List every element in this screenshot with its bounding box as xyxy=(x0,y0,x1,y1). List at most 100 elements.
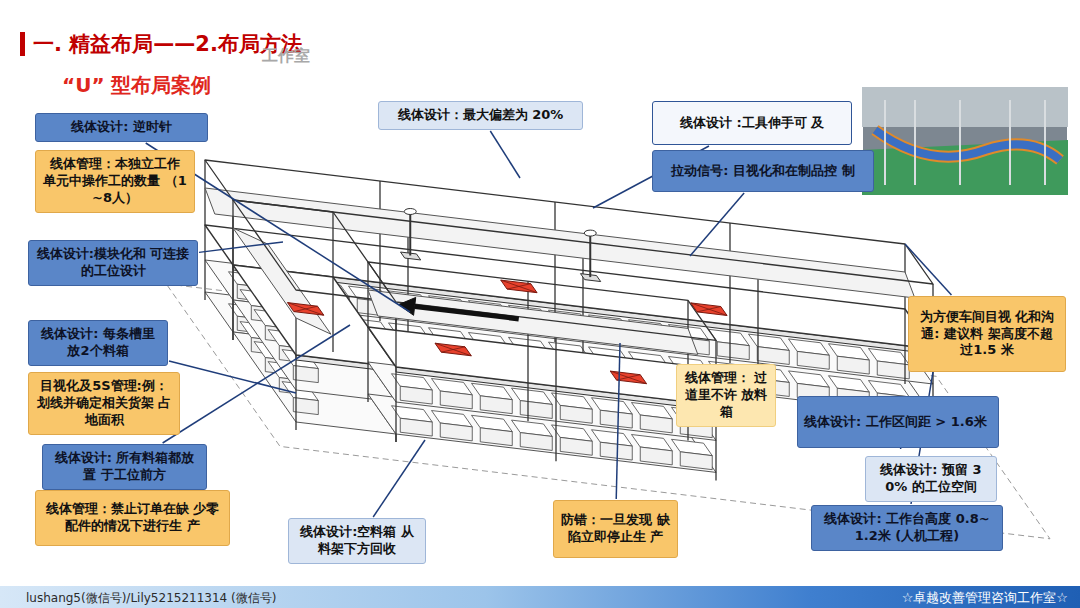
reach-callout: 线体设计 :工具伸手可 及 xyxy=(652,101,852,145)
leader-lines xyxy=(146,131,952,517)
bin-front xyxy=(520,433,552,451)
leader-line xyxy=(616,343,620,499)
management-callout: 目视化及5S管理:例： 划线并确定相关货架 占地面积 xyxy=(28,372,180,435)
photo-post xyxy=(884,100,886,185)
watermark: 工作室 xyxy=(262,46,310,67)
tool-stand xyxy=(589,235,591,277)
frame-leg xyxy=(527,281,528,421)
photo-frame xyxy=(862,87,1068,195)
design-callout: 线体设计: 所有料箱都放置 于工位前方 xyxy=(42,444,207,490)
subtitle: “U” 型布局案例 xyxy=(62,72,212,99)
bin-front xyxy=(600,442,632,460)
photo-conveyor xyxy=(875,130,1060,160)
bin-front xyxy=(560,405,592,423)
callout-text: 线体设计: 预留 30% 的工位空间 xyxy=(872,462,990,496)
callout-text: 线体设计: 工作台高度 0.8~1.2米 (人机工程) xyxy=(818,511,996,545)
marker-cross xyxy=(294,306,318,311)
management-callout: 为方便车间目视 化和沟通: 建议料 架高度不超过1.5 米 xyxy=(908,296,1066,372)
marker-cross xyxy=(288,303,324,316)
callout-text: 线体设计:空料箱 从料架下方回收 xyxy=(295,524,419,558)
photo-post xyxy=(959,100,961,185)
callout-text: 线体设计 :工具伸手可 及 xyxy=(659,115,845,132)
callout-text: 防错：一旦发现 缺陷立即停止生 产 xyxy=(560,512,671,546)
callout-text: 线体设计: 每条槽里 放2个料箱 xyxy=(35,326,161,360)
marker-cross xyxy=(501,280,537,293)
bin-front xyxy=(400,418,432,436)
callout-text: 线体设计: 逆时针 xyxy=(42,119,201,136)
tool-stand xyxy=(409,214,411,256)
callout-text: 线体管理：本独立工作 单元中操作工的数量 （1~8人） xyxy=(42,156,188,207)
flow-arrow-shaft xyxy=(415,306,519,318)
marker-cross xyxy=(610,371,646,384)
photo-post xyxy=(914,100,916,185)
callout-text: 线体管理：禁止订单在缺 少零配件的情况下进行生 产 xyxy=(42,501,223,535)
bin-front xyxy=(717,342,749,360)
leader-line xyxy=(490,131,520,178)
photo-wall xyxy=(862,87,1068,127)
title-bar xyxy=(20,32,25,56)
red-marker xyxy=(435,343,471,356)
red-marker xyxy=(288,303,324,316)
bin-front xyxy=(640,447,672,465)
callout-text: 线体设计:模块化和 可连接的工位设计 xyxy=(35,246,191,280)
marker-cross xyxy=(691,303,727,316)
design-callout: 线体设计: 逆时针 xyxy=(35,113,208,142)
red-marker xyxy=(691,303,727,316)
leader-line xyxy=(373,440,425,517)
note-callout: 线体设计：最大偏差为 20% xyxy=(378,101,583,130)
bin-front xyxy=(680,452,712,470)
callout-text: 拉动信号: 目视化和在制品控 制 xyxy=(659,163,867,180)
leader-line xyxy=(163,325,350,443)
upper-shelf xyxy=(233,228,331,334)
callout-text: 为方便车间目视 化和沟通: 建议料 架高度不超过1.5 米 xyxy=(915,309,1059,360)
frame-leg xyxy=(904,244,905,384)
frame-leg xyxy=(555,321,556,461)
design-callout: 线体设计: 工作区间距 > 1.6米 xyxy=(797,396,999,448)
bin-front xyxy=(757,347,789,365)
bin-front xyxy=(480,396,512,414)
leader-line xyxy=(169,361,296,393)
bin-front xyxy=(837,356,869,374)
design-callout: 线体设计: 每条槽里 放2个料箱 xyxy=(28,320,168,366)
management-callout: 线体管理：禁止订单在缺 少零配件的情况下进行生 产 xyxy=(35,490,230,546)
management-callout: 防错：一旦发现 缺陷立即停止生 产 xyxy=(553,500,678,558)
frame-leg xyxy=(367,262,368,402)
bin-front xyxy=(400,386,432,404)
bin-front xyxy=(560,437,592,455)
aisle-callout: 线体管理： 过道里不许 放料箱 xyxy=(676,364,776,427)
bin-front xyxy=(293,398,318,415)
red-marker xyxy=(501,280,537,293)
frame-leg xyxy=(232,200,233,340)
design-callout: 拉动信号: 目视化和在制品控 制 xyxy=(652,150,874,192)
tool-lamp xyxy=(584,230,596,236)
note-callout: 线体设计:空料箱 从料架下方回收 xyxy=(288,518,426,564)
frame-leg xyxy=(332,212,333,352)
photo-post xyxy=(1044,100,1046,185)
photo-conveyor-edge xyxy=(875,130,1060,160)
red-marker xyxy=(610,371,646,384)
leader-line xyxy=(199,242,283,252)
management-callout: 线体管理：本独立工作 单元中操作工的数量 （1~8人） xyxy=(35,150,195,213)
note-callout: 线体设计: 预留 30% 的工位空间 xyxy=(865,456,997,502)
leader-line xyxy=(690,193,744,256)
slide-title: 一. 精益布局——2.布局方法 xyxy=(33,30,302,58)
photo-post xyxy=(1009,100,1011,185)
callout-text: 目视化及5S管理:例： 划线并确定相关货架 占地面积 xyxy=(35,378,173,429)
design-callout: 线体设计:模块化和 可连接的工位设计 xyxy=(28,240,198,286)
bin-front xyxy=(480,428,512,446)
marker-cross xyxy=(435,343,471,356)
bin-front xyxy=(797,351,829,369)
callout-text: 线体管理： 过道里不许 放料箱 xyxy=(683,370,769,421)
marker-cross xyxy=(507,284,531,289)
frame-top xyxy=(368,262,716,340)
tool-lamp xyxy=(404,209,416,215)
workbench-illustration xyxy=(166,87,1068,539)
bin-front xyxy=(640,415,672,433)
frame-leg xyxy=(232,200,233,340)
marker-cross xyxy=(697,307,721,312)
bin-front xyxy=(440,423,472,441)
leader-line xyxy=(905,244,951,295)
footer-brand: ☆卓越改善管理咨询工作室☆ xyxy=(902,589,1068,607)
